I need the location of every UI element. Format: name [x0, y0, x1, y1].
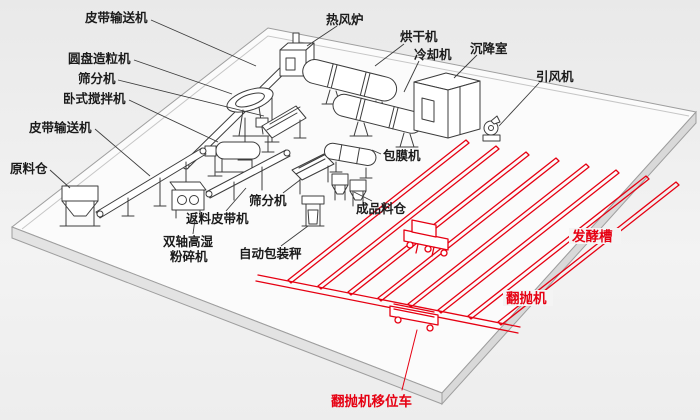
screener-lower-drawing: [291, 152, 335, 195]
leader-induced-draft-fan: [498, 82, 540, 127]
trough-7: [467, 175, 650, 320]
leader-disc-granulator: [133, 59, 233, 95]
label-coating-machine: 包膜机: [382, 148, 421, 163]
floor-curb-line: [21, 35, 690, 230]
leader-belt-conveyor-top: [150, 19, 257, 67]
leader-line-transfer-car: [401, 329, 418, 391]
raw-material-bin-drawing: [59, 185, 101, 227]
trough-4: [377, 157, 560, 302]
trough-8: [497, 181, 680, 326]
label-auto-packing-scale: 自动包装秤: [239, 246, 302, 261]
label-horizontal-mixer: 卧式搅拌机: [63, 91, 126, 106]
label-finished-bin: 成品料仓: [356, 201, 407, 216]
label-screener-lower: 筛分机: [249, 193, 287, 208]
induced-draft-fan-drawing: [482, 115, 501, 142]
coating-machine-drawing: [323, 142, 377, 179]
cooler-drawing: [332, 93, 424, 148]
leader-horizontal-mixer: [128, 99, 219, 143]
label-raw-material-bin: 原料仓: [10, 161, 48, 176]
trough-6: [437, 169, 620, 314]
label-belt-conveyor-left: 皮带输送机: [28, 120, 92, 135]
trough-1: [287, 139, 470, 284]
auto-packing-scale-drawing: [301, 195, 325, 227]
transfer-car-track: [255, 274, 521, 334]
fermentation-area-drawing: [255, 139, 680, 391]
label-belt-conveyor-top: 皮带输送机: [84, 10, 148, 25]
label-cooler: 冷却机: [414, 47, 452, 62]
disc-granulator-drawing: [226, 87, 274, 137]
label-hot-blast-furnace: 热风炉: [326, 12, 364, 27]
leader-screener-lower: [282, 179, 301, 194]
label-dryer: 烘干机: [400, 29, 438, 44]
label-induced-draft-fan: 引风机: [536, 69, 574, 84]
label-settling-chamber: 沉降室: [470, 41, 508, 56]
label-crusher-line1: 双轴高湿: [162, 234, 214, 249]
leader-belt-conveyor-left: [94, 128, 151, 177]
label-compost-turner: 翻抛机: [506, 290, 547, 306]
leader-coating-machine: [371, 149, 382, 155]
finished-product-bin-drawing: [331, 173, 367, 207]
label-backing-turner: [503, 290, 553, 306]
settling-chamber-drawing: [413, 72, 481, 139]
label-crusher-line2: 粉碎机: [170, 249, 208, 264]
leader-return-belt: [225, 187, 247, 212]
return-belt-conveyor-drawing: [205, 149, 291, 201]
turner-transfer-car-drawing: [389, 303, 439, 332]
label-leader-lines: [49, 19, 540, 247]
leader-finished-bin: [353, 191, 373, 202]
compost-turner-drawing: [403, 219, 449, 257]
leader-screener-upper: [117, 79, 265, 117]
leader-dryer: [374, 43, 405, 67]
leader-hot-blast-furnace: [306, 25, 338, 47]
label-screener-upper: 筛分机: [78, 71, 116, 86]
equipment-labels: 皮带输送机 热风炉 烘干机 冷却机 沉降室 引风机 圆盘造粒机 筛分机 卧式搅拌…: [10, 10, 621, 409]
label-return-belt: 返料皮带机: [186, 211, 249, 226]
leader-auto-packing-scale: [280, 225, 309, 247]
label-fermentation-trough: 发酵槽: [571, 228, 613, 244]
label-turner-transfer-car: 翻抛机移位车: [331, 393, 412, 409]
screener-upper-drawing: [261, 105, 307, 153]
leader-raw-material-bin: [49, 169, 71, 189]
leader-settling-chamber: [453, 54, 478, 79]
trough-2: [317, 145, 500, 290]
label-disc-granulator: 圆盘造粒机: [68, 51, 131, 66]
leader-cooler: [403, 60, 420, 93]
crusher-drawing: [169, 181, 207, 219]
label-backing-fermentation: [569, 228, 621, 244]
equipment-drawings: [59, 32, 501, 227]
leader-crusher: [192, 211, 197, 235]
